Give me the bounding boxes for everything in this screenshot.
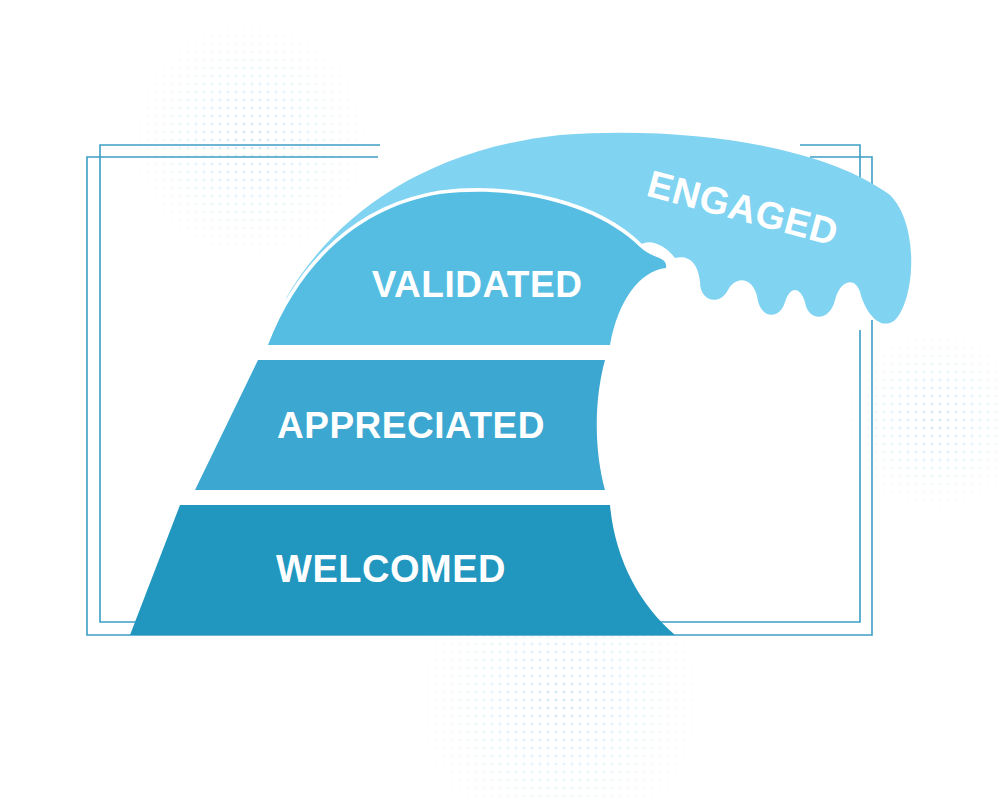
stage-label: APPRECIATED [277,407,545,444]
band-outline [268,192,666,345]
wave-band: WELCOMED [125,500,680,640]
stage-label: VALIDATED [372,266,583,303]
band-outline [195,360,605,490]
stage-label: WELCOMED [276,550,506,588]
wave-band: APPRECIATED [190,355,610,495]
band-outline [130,505,675,635]
halftone-dots [830,320,1000,520]
frame-lines [87,145,872,635]
wave-band: VALIDATED [260,180,680,350]
